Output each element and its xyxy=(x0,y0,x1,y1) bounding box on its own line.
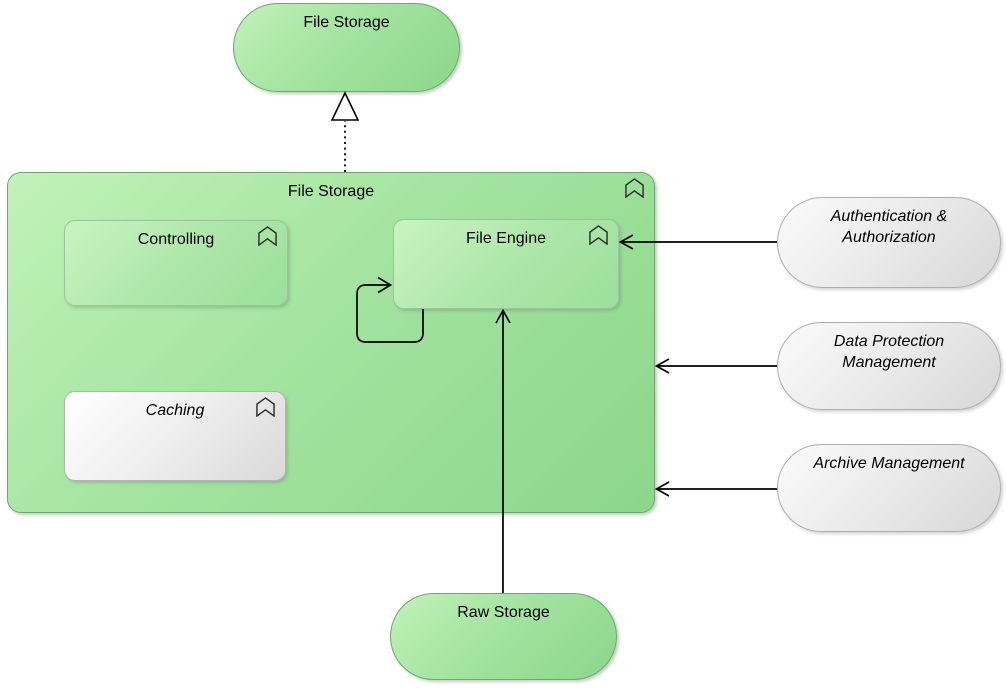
serving-connector-archive xyxy=(654,481,777,497)
node-label: Caching xyxy=(145,402,205,419)
function-chevron-icon xyxy=(589,225,608,245)
node-raw-storage[interactable]: Raw Storage xyxy=(390,593,617,680)
node-label: Raw Storage xyxy=(457,604,550,621)
node-authentication-authorization[interactable]: Authentication & Authorization xyxy=(777,197,1001,288)
node-file-storage-function[interactable]: File Storage Controlling File Engine Cac… xyxy=(7,172,655,513)
function-chevron-icon xyxy=(256,397,275,417)
function-chevron-icon xyxy=(258,226,277,246)
node-label: File Engine xyxy=(465,230,547,247)
node-archive-management[interactable]: Archive Management xyxy=(777,444,1001,532)
node-file-storage-service[interactable]: File Storage xyxy=(233,3,460,92)
node-label: File Storage xyxy=(287,183,375,200)
node-label: Archive Management xyxy=(813,455,965,472)
serving-connector-data-protection xyxy=(654,358,777,374)
node-label: Controlling xyxy=(137,231,215,248)
node-label: Authentication & Authorization xyxy=(830,208,948,247)
node-data-protection-management[interactable]: Data Protection Management xyxy=(777,322,1001,410)
node-label: File Storage xyxy=(303,14,390,31)
node-file-engine[interactable]: File Engine xyxy=(393,219,619,309)
node-label: Data Protection Management xyxy=(833,333,945,372)
function-chevron-icon xyxy=(625,178,644,198)
node-caching[interactable]: Caching xyxy=(64,391,286,481)
realization-connector xyxy=(330,91,360,172)
node-controlling[interactable]: Controlling xyxy=(64,220,288,306)
